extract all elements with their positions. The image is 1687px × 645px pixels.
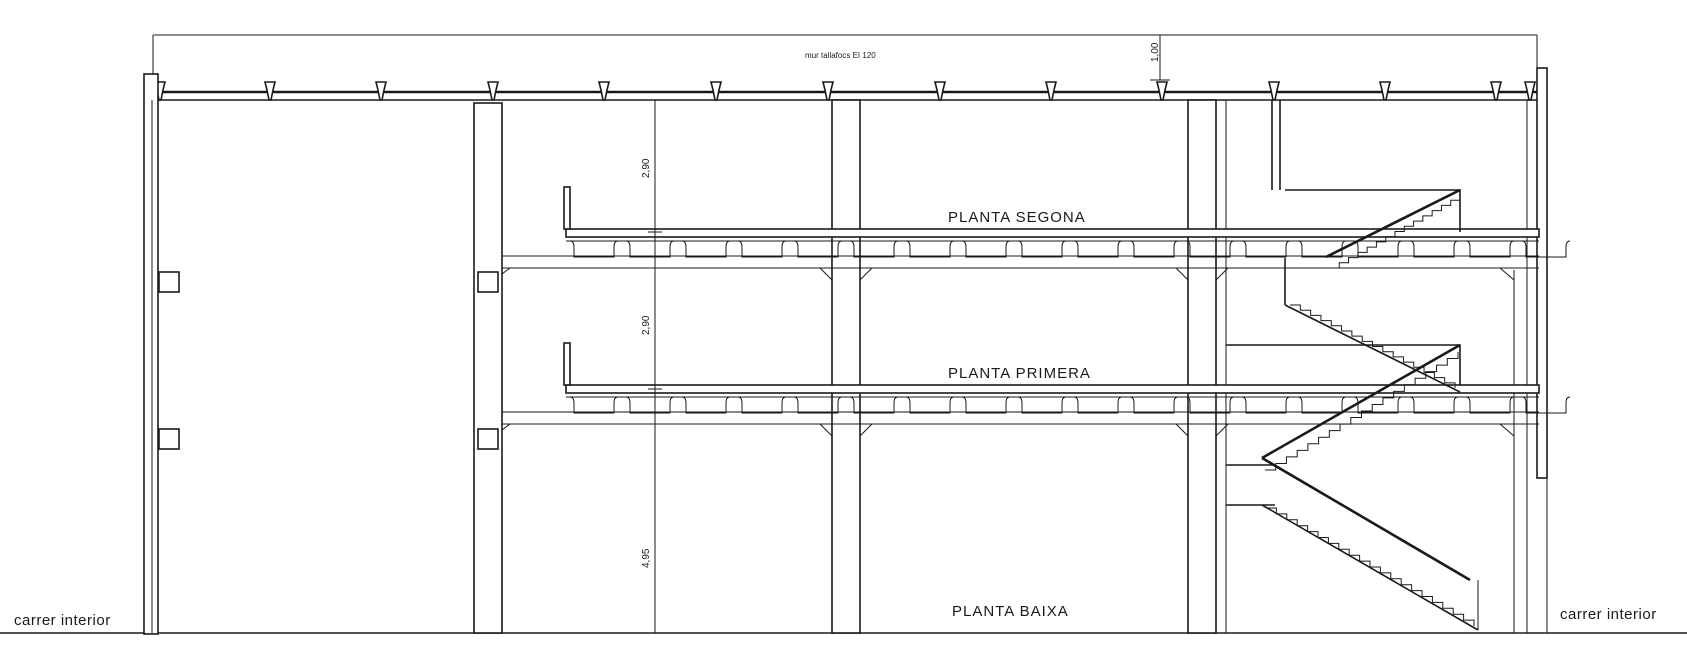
slab-rib [905, 396, 955, 414]
roof-offset-dimension: 1,00 [1150, 42, 1161, 62]
roof-beam [1523, 81, 1537, 101]
slab-rib [1465, 240, 1515, 258]
column-center [831, 99, 861, 634]
slab-rib [569, 396, 619, 414]
left-wall-opening-lower [158, 428, 180, 450]
slab-rib [625, 396, 675, 414]
label-street-left: carrer interior [14, 612, 111, 629]
slab-rib [1353, 240, 1403, 258]
slab-rib [961, 240, 1011, 258]
slab-rib [681, 396, 731, 414]
roof-beams [153, 81, 1537, 101]
slab-floor-2 [502, 186, 1571, 269]
slab-rib [625, 240, 675, 258]
left-outer-wall [143, 73, 180, 635]
stair-flight [1330, 195, 1461, 269]
slab-rib [1017, 396, 1067, 414]
slab-rib [849, 240, 899, 258]
column-stair-core [1187, 99, 1227, 634]
slab-rib [737, 396, 787, 414]
left-wall-opening-upper [158, 271, 180, 293]
right-outer-wall [1526, 67, 1548, 633]
roof-beam [486, 81, 500, 101]
slab-rib [961, 396, 1011, 414]
roof-beam [1155, 81, 1169, 101]
stair-flight [1290, 304, 1456, 388]
slab-rib [1129, 240, 1179, 258]
roof-beam [263, 81, 277, 101]
slab-rib [793, 240, 843, 258]
roof-beam [1489, 81, 1503, 101]
slab-rib [1409, 240, 1459, 258]
roof-slab [150, 90, 1547, 101]
column-stair-right [1271, 100, 1515, 633]
slab-rib [681, 240, 731, 258]
slab-rib [1185, 396, 1235, 414]
label-street-right: carrer interior [1560, 606, 1657, 623]
parapet-floor-2 [563, 186, 571, 230]
column-opening-upper [477, 271, 499, 293]
slab-rib [737, 240, 787, 258]
slab-rib [905, 240, 955, 258]
stair-flight [1265, 352, 1459, 471]
slab-rib [1465, 396, 1515, 414]
slab-rib [1241, 396, 1291, 414]
slab-rib [1297, 396, 1347, 414]
slab-rib [1185, 240, 1235, 258]
staircase [1226, 188, 1479, 631]
slab-rib [793, 396, 843, 414]
dimension-upper: 2,90 [641, 158, 652, 178]
roof-beam [821, 81, 835, 101]
firewall-frame [152, 34, 1538, 81]
label-ground-floor: PLANTA BAIXA [952, 603, 1069, 620]
dimension-line [648, 99, 662, 634]
roof-beam [1044, 81, 1058, 101]
column-opening-lower [477, 428, 499, 450]
slab-rib [1073, 396, 1123, 414]
column-atrium-left [473, 102, 503, 634]
roof-beam [1378, 81, 1392, 101]
dimension-middle: 2,90 [641, 315, 652, 335]
roof-beam [1267, 81, 1281, 101]
slab-rib [1353, 396, 1403, 414]
firewall-label: mur tallafocs EI 120 [805, 51, 876, 60]
slab-rib [1129, 396, 1179, 414]
slab-rib [1241, 240, 1291, 258]
slab-rib [569, 240, 619, 258]
label-floor-2: PLANTA SEGONA [948, 209, 1086, 226]
slab-floor-1 [502, 342, 1571, 425]
column-capitals [501, 267, 1515, 437]
slab-rib [1297, 240, 1347, 258]
dimension-ground: 4,95 [641, 548, 652, 568]
slab-rib [1521, 396, 1571, 414]
slab-rib [1017, 240, 1067, 258]
roof-beam [597, 81, 611, 101]
stair-flight [1266, 507, 1475, 626]
slab-rib [1409, 396, 1459, 414]
roof-beam [374, 81, 388, 101]
roof-beam [933, 81, 947, 101]
roof-beam [709, 81, 723, 101]
slab-rib [1521, 240, 1571, 258]
slab-rib [1073, 240, 1123, 258]
parapet-floor-1 [563, 342, 571, 386]
label-floor-1: PLANTA PRIMERA [948, 365, 1091, 382]
slab-rib [849, 396, 899, 414]
